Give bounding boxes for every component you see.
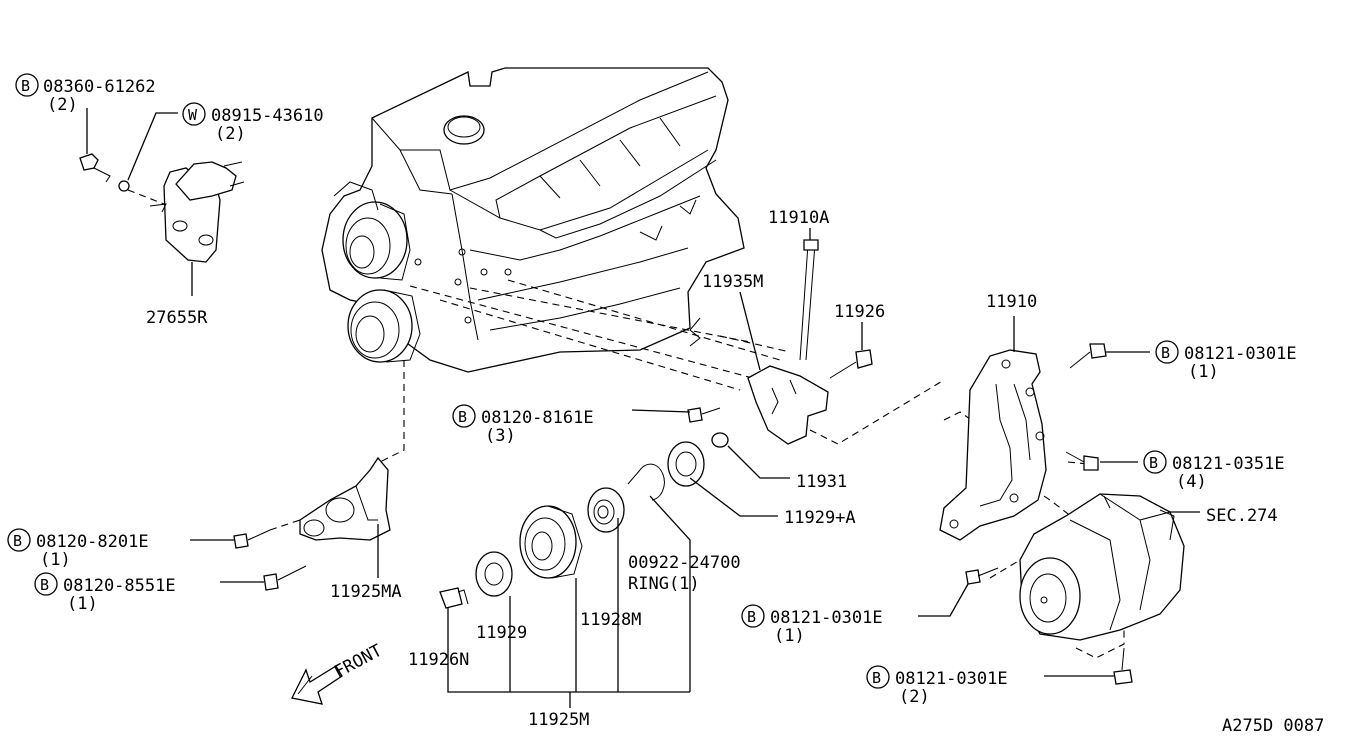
callout-quantity: (3) — [485, 426, 516, 446]
callout-08120-8161E: B 08120-8161E (3) — [452, 404, 594, 446]
callout-badge: B — [1149, 454, 1158, 472]
callout-part-number: 08121-0301E — [1184, 344, 1297, 364]
callout-quantity: (2) — [47, 95, 78, 115]
callout-quantity: RING(1) — [628, 574, 700, 594]
callout-badge: B — [872, 669, 881, 687]
callout-quantity: (1) — [40, 550, 71, 570]
callout-part-number: 08120-8201E — [36, 532, 149, 552]
leader-lines — [86, 108, 1200, 708]
label-11925MA: 11925MA — [330, 582, 402, 602]
callout-08121-0301E-bottom: B 08121-0301E (2) — [866, 665, 1008, 707]
label-11910: 11910 — [986, 292, 1037, 312]
callout-part-number: 08121-0301E — [770, 608, 883, 628]
callout-part-number: 08121-0351E — [1172, 454, 1285, 474]
callout-part-number: 00922-24700 — [628, 553, 741, 573]
callout-part-number: 08121-0301E — [895, 669, 1008, 689]
callout-part-number: 08120-8551E — [63, 576, 176, 596]
bracket-11935M — [687, 239, 873, 448]
callout-part-number: 08360-61262 — [43, 77, 156, 97]
callout-08915-43610: W 08915-43610 (2) — [182, 102, 324, 144]
callout-quantity: (1) — [67, 594, 98, 614]
callout-08120-8201E: B 08120-8201E (1) — [7, 528, 149, 570]
callout-00922-24700: 00922-24700 RING(1) — [628, 553, 741, 594]
compressor-sec274 — [965, 493, 1185, 685]
label-11929: 11929 — [476, 623, 527, 643]
callout-quantity: (1) — [774, 626, 805, 646]
callout-badge: B — [13, 532, 22, 550]
callout-badge: B — [458, 408, 467, 426]
callout-badge: B — [747, 608, 756, 626]
callout-quantity: (1) — [1188, 362, 1219, 382]
sensor-27655R — [79, 153, 245, 263]
bracket-11910 — [939, 343, 1107, 541]
label-11910A: 11910A — [768, 208, 829, 228]
callout-badge: B — [1161, 344, 1170, 362]
label-11928M: 11928M — [580, 610, 641, 630]
label-11931: 11931 — [796, 472, 847, 492]
callout-08121-0301E-top: B 08121-0301E (1) — [1155, 340, 1297, 382]
label-27655R: 27655R — [146, 308, 208, 328]
engine-illustration — [321, 67, 745, 373]
label-11925M: 11925M — [528, 710, 589, 730]
idler-pulley-components — [439, 441, 705, 609]
label-11926: 11926 — [834, 302, 885, 322]
callout-08121-0301E-mid: B 08121-0301E (1) — [741, 604, 883, 646]
tensioner-11925MA — [233, 456, 391, 591]
callout-quantity: (2) — [899, 687, 930, 707]
callout-part-number: 08915-43610 — [211, 106, 324, 126]
callout-badge: B — [21, 77, 30, 95]
label-11929-A: 11929+A — [784, 508, 856, 528]
callout-quantity: (4) — [1176, 472, 1207, 492]
callout-quantity: (2) — [215, 124, 246, 144]
label-11935M: 11935M — [702, 272, 763, 292]
part-labels: B 08360-61262 (2) W 08915-43610 (2) 2765… — [7, 73, 1324, 736]
callout-part-number: 08120-8161E — [481, 408, 594, 428]
front-label: FRONT — [331, 641, 386, 683]
callout-08120-8551E: B 08120-8551E (1) — [34, 572, 176, 614]
callout-08121-0351E: B 08121-0351E (4) — [1143, 450, 1285, 492]
callout-badge: W — [188, 106, 198, 124]
label-11926N: 11926N — [408, 650, 469, 670]
diagram-id: A275D 0087 — [1222, 716, 1324, 736]
front-arrow: FRONT — [291, 641, 386, 705]
callout-badge: B — [40, 576, 49, 594]
callout-08360-61262: B 08360-61262 (2) — [15, 73, 156, 115]
label-sec274: SEC.274 — [1206, 506, 1278, 526]
